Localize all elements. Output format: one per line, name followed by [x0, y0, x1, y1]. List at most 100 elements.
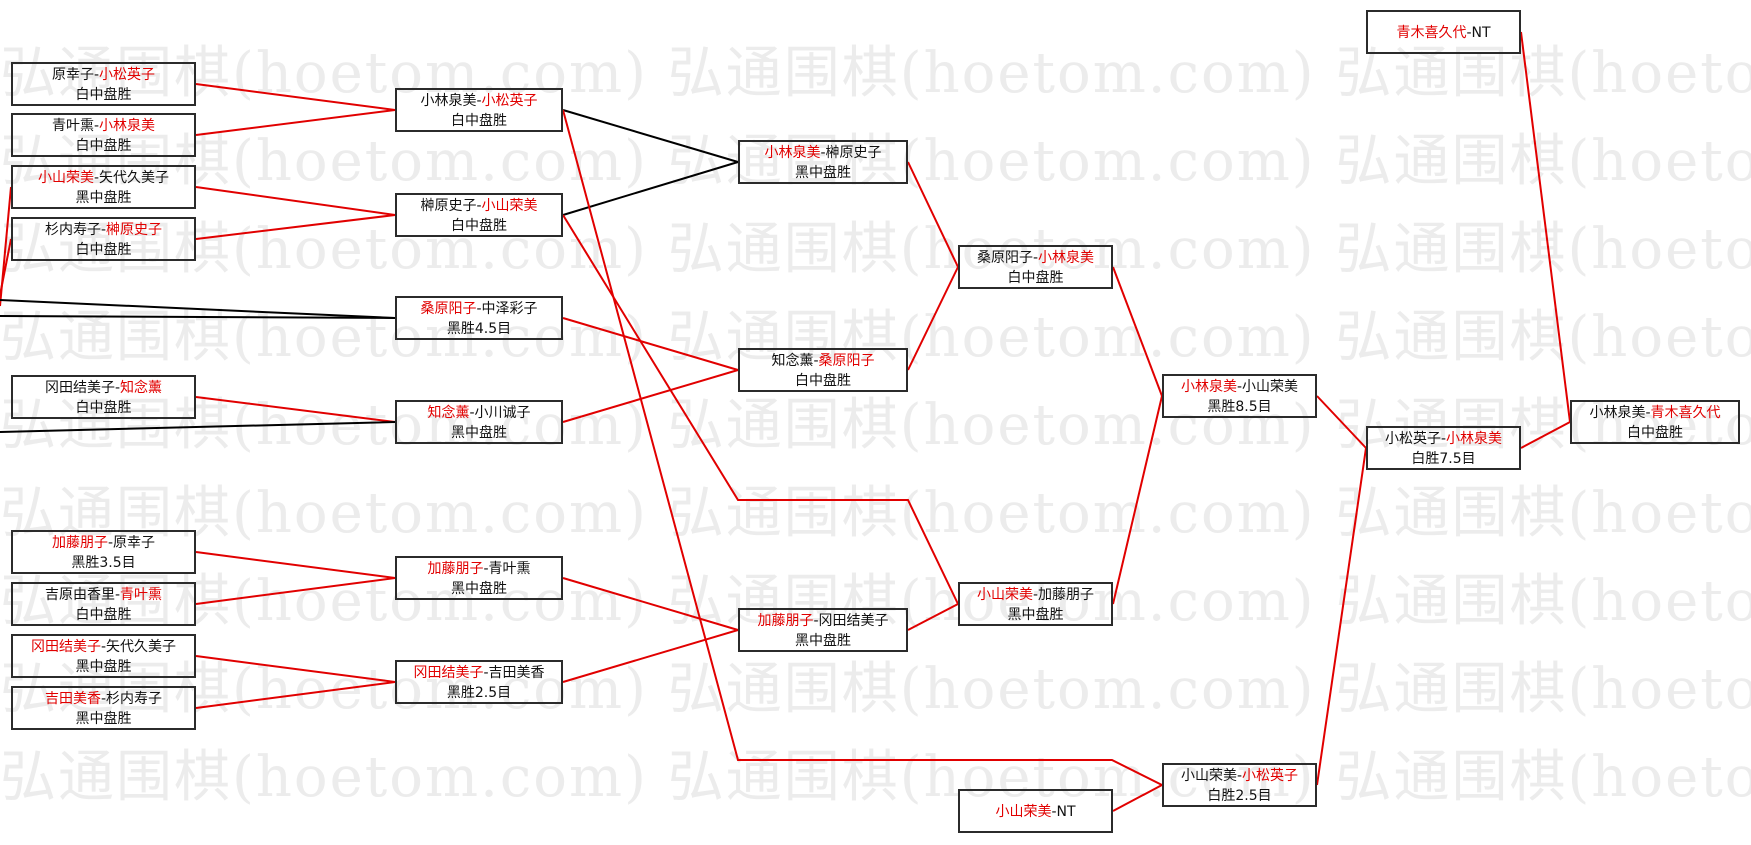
link-g1-g10	[195, 83, 396, 111]
match-box-g11: 榊原史子-小山荣美白中盘胜	[395, 193, 563, 237]
match-result: 黑中盘胜	[451, 425, 507, 441]
link-g16-g19	[907, 161, 959, 268]
player-white: 青木喜久代	[1650, 405, 1721, 421]
player-white: 小林泉美	[1038, 250, 1095, 266]
link-g2-g10	[195, 109, 396, 136]
match-box-g21: 小山荣美-NT	[958, 789, 1113, 833]
match-box-g16: 小林泉美-榊原史子黑中盘胜	[738, 140, 908, 184]
link-g23-g24	[1316, 447, 1367, 786]
player-white: 小松英子	[99, 67, 156, 83]
match-box-g22: 小林泉美-小山荣美黑胜8.5目	[1162, 374, 1317, 418]
player-black: 小山荣美	[976, 587, 1033, 603]
match-result: 白中盘胜	[795, 373, 851, 389]
match-players: 小林泉美-小松英子	[397, 91, 561, 111]
match-players: 知念薰-桑原阳子	[740, 351, 906, 371]
match-players: 加藤朋子-冈田结美子	[740, 611, 906, 631]
vs-separator: -	[476, 93, 482, 109]
vs-separator: -	[483, 665, 489, 681]
link-g5-g13	[195, 396, 396, 423]
vs-separator: -	[100, 222, 107, 238]
link-offscreen-3-g12	[0, 315, 396, 319]
match-result: 黑中盘胜	[75, 711, 132, 727]
vs-separator: -	[469, 405, 475, 421]
match-box-g17: 知念薰-桑原阳子白中盘胜	[738, 348, 908, 392]
match-players: 知念薰-小川诚子	[397, 403, 561, 423]
player-black: 小林泉美	[420, 93, 477, 109]
player-black: 小山荣美	[995, 804, 1052, 820]
match-result: 白胜2.5目	[1207, 788, 1272, 804]
player-white: 小松英子	[481, 93, 538, 109]
link-offscreen-5-g13	[0, 421, 396, 433]
vs-separator: -	[1051, 804, 1057, 820]
match-players: 榊原史子-小山荣美	[397, 196, 561, 216]
match-players: 冈田结美子-知念薰	[13, 378, 194, 398]
vs-separator: -	[813, 613, 819, 629]
match-box-g24: 小松英子-小林泉美白胜7.5目	[1366, 426, 1521, 470]
player-white: 榊原史子	[825, 145, 882, 161]
vs-separator: -	[1645, 405, 1651, 421]
match-result: 白中盘胜	[1627, 425, 1683, 441]
player-white: 青叶熏	[120, 587, 163, 603]
vs-separator: -	[476, 198, 482, 214]
match-box-g18: 加藤朋子-冈田结美子黑中盘胜	[738, 608, 908, 652]
player-black: 小林泉美	[764, 145, 821, 161]
player-black: 桑原阳子	[976, 250, 1033, 266]
vs-separator: -	[1032, 250, 1039, 266]
player-black: 青叶熏	[51, 118, 94, 134]
player-black: 小松英子	[1384, 431, 1441, 447]
player-white: 小山荣美	[481, 198, 538, 214]
link-offscreen-2-g4	[0, 238, 12, 296]
match-result: 黑中盘胜	[75, 190, 132, 206]
match-box-g10: 小林泉美-小松英子白中盘胜	[395, 88, 563, 132]
match-players: 小山荣美-NT	[960, 802, 1111, 822]
player-white: NT	[1471, 25, 1491, 41]
player-black: 榊原史子	[420, 198, 477, 214]
link-g25-g26	[1520, 31, 1571, 423]
match-players: 青叶熏-小林泉美	[13, 116, 194, 136]
vs-separator: -	[1236, 379, 1243, 395]
match-players: 小山荣美-加藤朋子	[960, 585, 1111, 605]
player-white: 矢代久美子	[99, 170, 170, 186]
match-box-g19: 桑原阳子-小林泉美白中盘胜	[958, 245, 1113, 289]
vs-separator: -	[100, 691, 107, 707]
match-box-g1: 原幸子-小松英子白中盘胜	[11, 62, 196, 106]
match-result: 白中盘胜	[1007, 270, 1064, 286]
match-players: 小山荣美-矢代久美子	[13, 168, 194, 188]
link-g6-g14	[195, 551, 396, 579]
match-box-g26: 小林泉美-青木喜久代白中盘胜	[1570, 400, 1740, 444]
match-box-g23: 小山荣美-小松英子白胜2.5目	[1162, 763, 1317, 807]
player-black: 杉内寿子	[44, 222, 101, 238]
link-g20-g22	[1112, 395, 1163, 605]
player-black: 小林泉美	[1180, 379, 1237, 395]
match-result: 黑中盘胜	[451, 581, 507, 597]
player-white: 小林泉美	[1446, 431, 1503, 447]
player-black: 加藤朋子	[757, 613, 814, 629]
vs-separator: -	[1440, 431, 1447, 447]
player-white: 吉田美香	[488, 665, 545, 681]
link-g13-g17	[562, 369, 739, 423]
vs-separator: -	[1236, 768, 1243, 784]
match-players: 小林泉美-小山荣美	[1164, 377, 1315, 397]
link-g22-g24	[1316, 395, 1367, 449]
link-g11-g20	[562, 214, 959, 605]
player-white: 榊原史子	[106, 222, 163, 238]
match-box-g3: 小山荣美-矢代久美子黑中盘胜	[11, 165, 196, 209]
match-result: 白中盘胜	[75, 138, 132, 154]
vs-separator: -	[100, 639, 107, 655]
player-white: 小林泉美	[99, 118, 156, 134]
match-players: 杉内寿子-榊原史子	[13, 220, 194, 240]
match-players: 小林泉美-榊原史子	[740, 143, 906, 163]
match-result: 黑胜8.5目	[1207, 399, 1272, 415]
player-white: 杉内寿子	[106, 691, 163, 707]
player-white: 加藤朋子	[1038, 587, 1095, 603]
link-g4-g11	[195, 214, 396, 240]
match-result: 黑中盘胜	[1007, 607, 1064, 623]
link-g9-g15	[195, 681, 396, 709]
player-white: 小松英子	[1242, 768, 1299, 784]
match-players: 小山荣美-小松英子	[1164, 766, 1315, 786]
player-white: 青叶熏	[488, 561, 531, 577]
match-result: 黑中盘胜	[795, 165, 851, 181]
link-g7-g14	[195, 577, 396, 605]
vs-separator: -	[483, 561, 489, 577]
match-players: 加藤朋子-青叶熏	[397, 559, 561, 579]
